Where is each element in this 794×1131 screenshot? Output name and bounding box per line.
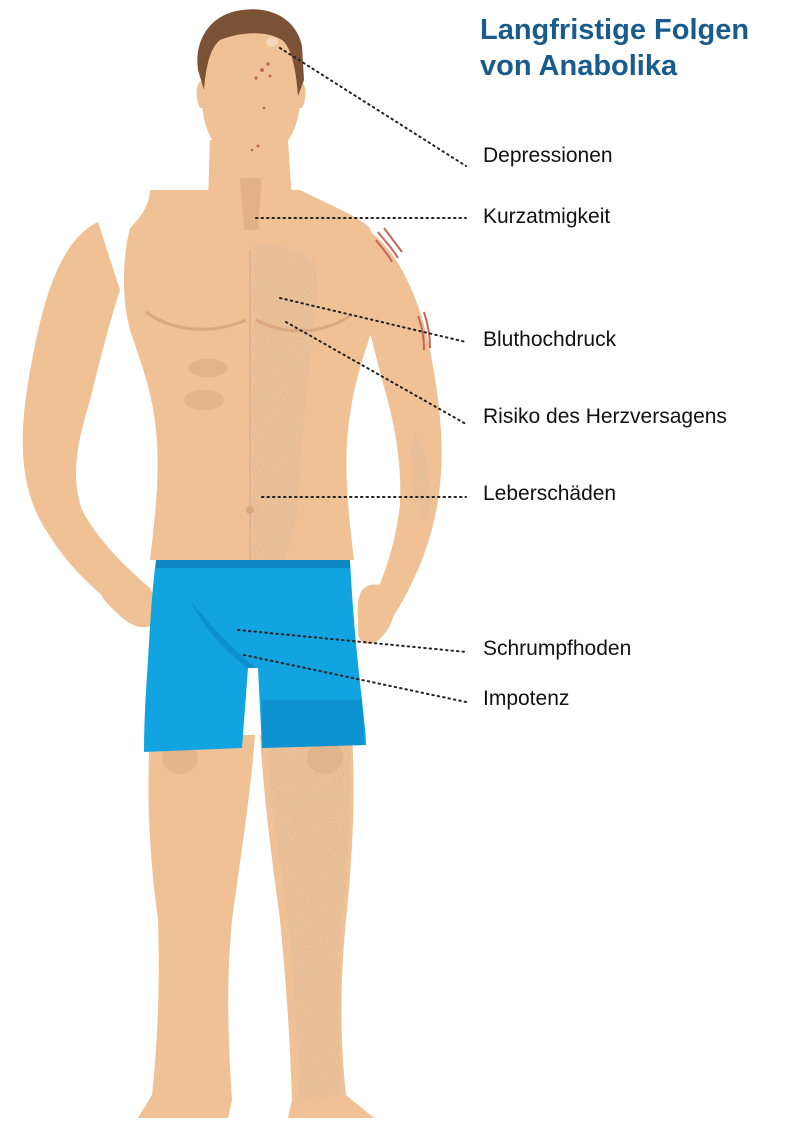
label-kurzatmigkeit: Kurzatmigkeit — [483, 204, 610, 230]
forehead-spot — [266, 37, 278, 47]
left-leg — [138, 735, 255, 1118]
ab-2 — [184, 390, 224, 410]
label-depressionen: Depressionen — [483, 143, 613, 169]
label-bluthochdruck: Bluthochdruck — [483, 327, 616, 353]
label-risiko-des-herzversagens: Risiko des Herzversagens — [483, 404, 727, 430]
label-leberschaeden: Leberschäden — [483, 481, 616, 507]
title-line-2: von Anabolika — [480, 48, 794, 84]
shorts-waistband — [156, 560, 350, 568]
ab-1 — [188, 359, 228, 377]
right-hand — [358, 584, 395, 644]
torso — [124, 190, 378, 560]
body-figure — [23, 9, 442, 1118]
navel — [246, 506, 254, 514]
shorts-leg-fold — [262, 700, 364, 748]
page-title: Langfristige Folgen von Anabolika — [480, 12, 794, 84]
label-schrumpfhoden: Schrumpfhoden — [483, 636, 631, 662]
label-impotenz: Impotenz — [483, 686, 569, 712]
leader-depressionen — [280, 48, 466, 166]
title-line-1: Langfristige Folgen — [480, 12, 794, 48]
